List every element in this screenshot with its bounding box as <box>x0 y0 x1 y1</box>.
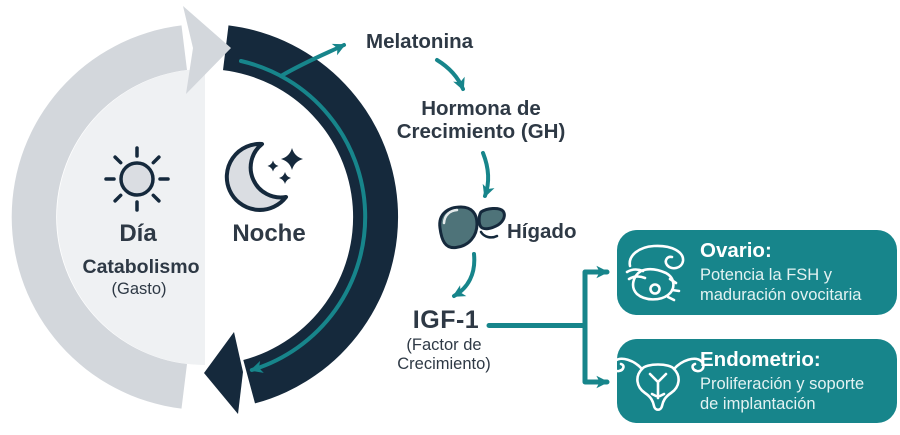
endometrio-body-line1: Proliferación y soporte <box>700 374 865 393</box>
small-star-icon <box>279 172 291 184</box>
label-melatonina: Melatonina <box>366 30 474 53</box>
day-arc <box>11 25 187 409</box>
ovario-body-line1: Potencia la FSH y <box>700 266 833 284</box>
day-half-disc <box>57 69 205 365</box>
target-card-endometrio: Endometrio: Proliferación y soporte de i… <box>617 339 897 423</box>
label-catabolismo: Catabolismo <box>82 256 200 278</box>
night-arrowhead <box>204 332 243 414</box>
arrow-liver-to-igf1 <box>452 252 477 298</box>
igf1-connector <box>486 265 610 389</box>
arrow-igf1-to-endometrio <box>582 323 610 389</box>
endometrio-body: Proliferación y soporte de implantación <box>700 374 897 414</box>
label-growth-hormone: Hormona de Crecimiento (GH) <box>397 97 566 143</box>
gh-line2: Crecimiento (GH) <box>396 120 566 143</box>
arrow-night-to-melatonin <box>279 43 346 78</box>
small-star-icon <box>267 160 279 172</box>
night-flow-arrow <box>239 59 368 373</box>
star-icon <box>281 148 303 170</box>
ovario-body-line2: maduración ovocitaria <box>700 286 862 304</box>
target-card-ovario: Ovario: Potencia la FSH y maduración ovo… <box>617 230 897 315</box>
label-igf1: IGF-1 <box>412 306 480 334</box>
label-igf1-subtitle: (Factor de Crecimiento) <box>397 336 491 374</box>
sun-icon <box>104 146 170 212</box>
label-noche: Noche <box>232 220 306 247</box>
gh-line1: Hormona de <box>421 97 541 120</box>
ovario-body: Potencia la FSH y maduración ovocitaria <box>700 265 897 305</box>
igf1-sub-line2: Crecimiento) <box>397 355 491 373</box>
endometrio-title: Endometrio: <box>700 347 821 371</box>
label-gasto: (Gasto) <box>111 280 167 298</box>
liver-icon <box>438 205 506 250</box>
day-arrowhead <box>183 6 231 94</box>
moon-icon <box>224 141 303 212</box>
arrow-gh-to-liver <box>481 151 495 198</box>
night-half-disc <box>205 69 353 365</box>
label-higado: Hígado <box>507 220 577 243</box>
label-dia: Día <box>119 220 157 247</box>
ovario-title: Ovario: <box>700 239 772 262</box>
igf1-sub-line1: (Factor de <box>406 336 482 354</box>
arrow-igf1-to-ovario <box>582 265 610 328</box>
night-arc <box>223 25 399 404</box>
day-night-wheel <box>11 6 399 414</box>
endometrio-body-line2: de implantación <box>700 394 816 413</box>
arrow-melatonin-to-gh <box>435 58 465 91</box>
